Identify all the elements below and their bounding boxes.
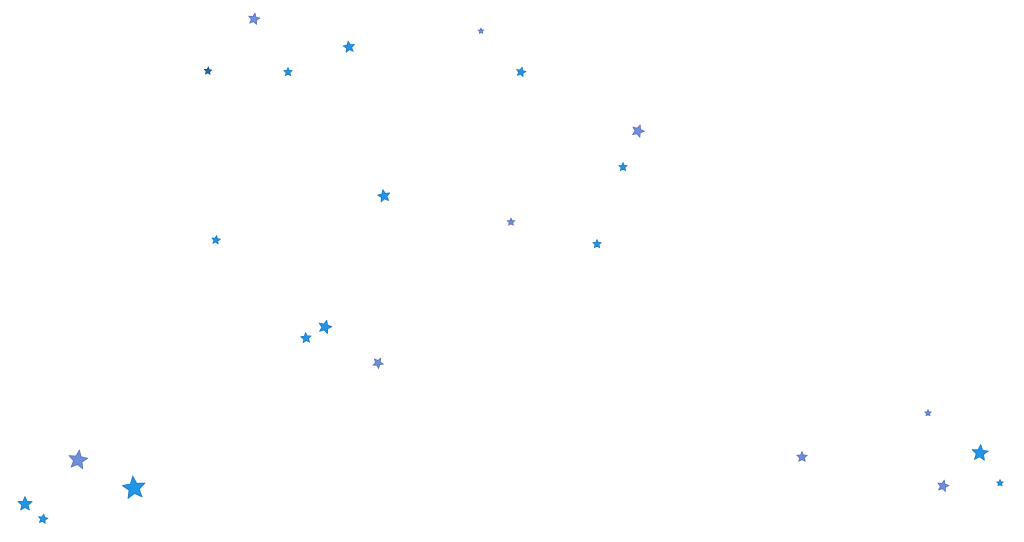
star-icon[interactable]	[372, 357, 384, 369]
star-shape	[283, 67, 293, 77]
star-shape	[17, 496, 33, 511]
star-shape	[937, 479, 950, 492]
star-shape	[203, 66, 213, 75]
star-icon[interactable]	[618, 162, 628, 172]
star-icon[interactable]	[38, 513, 49, 524]
star-icon[interactable]	[796, 451, 808, 462]
star-icon[interactable]	[283, 67, 293, 77]
star-icon[interactable]	[300, 332, 312, 344]
star-icon[interactable]	[924, 409, 932, 417]
star-icon[interactable]	[996, 479, 1004, 487]
star-shape	[318, 319, 333, 334]
star-shape	[971, 444, 989, 461]
star-icon[interactable]	[377, 189, 391, 203]
star-icon[interactable]	[516, 66, 527, 77]
star-icon[interactable]	[121, 475, 146, 499]
star-icon[interactable]	[203, 66, 213, 75]
star-icon[interactable]	[937, 479, 950, 492]
star-icon[interactable]	[342, 40, 355, 53]
star-shape	[924, 409, 932, 417]
star-icon[interactable]	[318, 319, 333, 334]
star-icon[interactable]	[477, 27, 485, 34]
star-shape	[68, 449, 89, 470]
star-shape	[342, 40, 355, 53]
star-shape	[377, 189, 391, 203]
star-shape	[300, 332, 312, 344]
star-icon[interactable]	[248, 12, 261, 25]
star-icon[interactable]	[971, 444, 989, 461]
star-shape	[632, 124, 645, 138]
star-icon[interactable]	[506, 217, 516, 226]
star-icon[interactable]	[592, 239, 602, 249]
star-icon[interactable]	[68, 449, 89, 470]
star-shape	[248, 12, 261, 25]
star-icon[interactable]	[17, 496, 33, 511]
star-shape	[592, 239, 602, 249]
star-shape	[996, 479, 1004, 487]
star-shape	[796, 451, 808, 462]
star-icon[interactable]	[211, 235, 221, 245]
star-shape	[211, 235, 221, 245]
star-shape	[121, 475, 146, 499]
star-shape	[618, 162, 628, 172]
star-icon[interactable]	[632, 124, 645, 138]
star-shape	[516, 66, 527, 77]
star-shape	[477, 27, 485, 34]
star-shape	[372, 357, 384, 369]
star-shape	[506, 217, 516, 226]
star-shape	[38, 513, 49, 524]
